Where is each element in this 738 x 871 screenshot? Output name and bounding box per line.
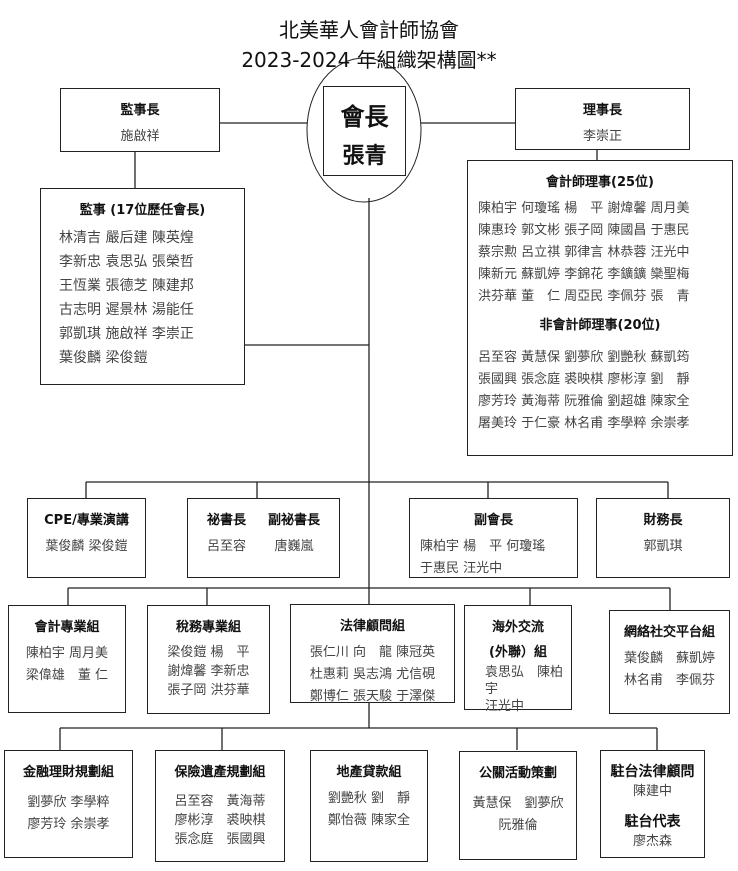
real-estate-group-box: 地產貸款組 劉艷秋 劉 靜 鄭怡薇 陳家全 xyxy=(310,750,428,862)
taiwan-rep-name: 廖杰森 xyxy=(632,834,672,849)
vice-president-box: 副會長 陳柏宇 楊 平 何瓊瑤 于惠民 汪光中 xyxy=(409,498,578,578)
secretary-name: 呂至容 xyxy=(206,539,246,554)
finance-group-box: 金融理財規劃組 劉夢欣 李學粹 廖芳玲 余崇孝 xyxy=(4,750,133,858)
org-name: 北美華人會計師協會 xyxy=(279,18,459,42)
box-title: 監事長 xyxy=(120,103,160,118)
box-title: 網絡社交平台組 xyxy=(623,625,715,640)
box-title: 副會長 xyxy=(473,513,513,528)
supervisors-box: 監事 (17位歷任會長) 林清吉 嚴后建 陳英煌 李新忠 袁思弘 張榮哲 王恆業… xyxy=(40,188,245,385)
name-row: 呂至容 黃海蒂 xyxy=(174,794,266,809)
box-title: 金融理財規劃組 xyxy=(22,765,114,780)
name-row: 陳柏宇 周月美 xyxy=(25,646,109,661)
overseas-group-box: 海外交流 (外聯）組 袁思弘 陳柏宇 汪光中 xyxy=(464,605,572,714)
name-row: 阮雅倫 xyxy=(498,818,538,833)
insurance-group-box: 保險遺產規劃組 呂至容 黃海蒂 廖彬淳 裘映棋 張念庭 張國興 xyxy=(155,750,285,862)
taiwan-box: 駐台法律顧問 陳建中 駐台代表 廖杰森 xyxy=(600,750,705,858)
box-title-cont: (外聯）組 xyxy=(489,645,547,660)
name-row: 張國興 張念庭 裘映棋 廖彬淳 劉 靜 xyxy=(478,372,690,387)
name-row: 袁思弘 陳柏宇 xyxy=(485,665,564,697)
directors-box: 會計師理事(25位) 陳柏宇 何瓊瑤 楊 平 謝煒馨 周月美 陳惠玲 郭文彬 張… xyxy=(467,160,733,456)
deputy-secretary-name: 唐巍嵐 xyxy=(274,539,314,554)
social-media-group-box: 網絡社交平台組 葉俊麟 蘇凱婷 林名甫 李佩芬 xyxy=(609,610,730,714)
box-title: 監事 (17位歷任會長) xyxy=(79,203,206,218)
chart-title: 2023-2024 年組織架構圖** xyxy=(241,48,497,72)
box-title: 法律顧問組 xyxy=(339,619,405,634)
name-row: 郭凱琪 施啟祥 李崇正 xyxy=(59,326,194,342)
name-row: 屠美玲 于仁豪 林名甫 李學粹 余崇孝 xyxy=(478,416,690,431)
pr-group-box: 公關活動策劃 黃慧保 劉夢欣 阮雅倫 xyxy=(459,751,577,860)
box-title: 稅務專業組 xyxy=(175,620,241,635)
tax-group-box: 稅務專業組 梁俊鎧 楊 平 謝煒馨 李新忠 張子岡 洪芬華 xyxy=(147,605,270,714)
name-row: 于惠民 汪光中 xyxy=(420,561,503,576)
name-row: 黃慧保 劉夢欣 xyxy=(472,796,564,811)
cpe-box: CPE/專業演講 葉俊麟 梁俊鎧 xyxy=(27,498,146,578)
name-row: 鄭怡薇 陳家全 xyxy=(327,813,411,828)
taiwan-legal-title: 駐台法律顧問 xyxy=(610,764,695,780)
name-row: 鄭博仁 張天駿 于澤傑 xyxy=(309,689,436,704)
president-title: 會長 xyxy=(340,103,389,131)
name-row: 古志明 遲景林 湯能任 xyxy=(59,302,194,318)
name-row: 廖彬淳 裘映棋 xyxy=(174,813,266,828)
name-row: 郭凱琪 xyxy=(643,539,683,554)
name-row: 張子岡 洪芬華 xyxy=(167,683,250,698)
box-title: 財務長 xyxy=(643,513,683,528)
name-row: 陳柏宇 何瓊瑤 楊 平 謝煒馨 周月美 xyxy=(478,201,690,216)
cpa-directors-title: 會計師理事(25位) xyxy=(546,175,654,190)
legal-group-box: 法律顧問組 張仁川 向 龍 陳冠英 杜惠莉 吳志鴻 尤信硯 鄭博仁 張天駿 于澤… xyxy=(290,604,455,704)
name-row: 張仁川 向 龍 陳冠英 xyxy=(309,645,436,660)
name-row: 王恆業 張德芝 陳建邦 xyxy=(59,278,194,294)
name-row: 呂至容 黃慧保 劉夢欣 劉艷秋 蘇凱筠 xyxy=(478,350,690,365)
box-title: 理事長 xyxy=(582,103,622,118)
deputy-secretary-title: 副祕書長 xyxy=(267,513,320,528)
secretary-box: 祕書長 呂至容 副祕書長 唐巍嵐 xyxy=(187,498,340,578)
name-row: 廖芳玲 余崇孝 xyxy=(27,817,110,832)
chief-supervisor-box: 監事長 施啟祥 xyxy=(60,88,220,152)
name-row: 葉俊麟 梁俊鎧 xyxy=(59,350,148,366)
name-row: 謝煒馨 李新忠 xyxy=(167,664,250,679)
name-row: 葉俊麟 梁俊鎧 xyxy=(45,539,128,554)
taiwan-legal-name: 陳建中 xyxy=(632,784,672,799)
accounting-group-box: 會計專業組 陳柏宇 周月美 梁偉雄 董 仁 xyxy=(8,605,126,713)
name-row: 梁俊鎧 楊 平 xyxy=(167,645,250,660)
name-row: 杜惠莉 吳志鴻 尤信硯 xyxy=(309,667,436,682)
treasurer-box: 財務長 郭凱琪 xyxy=(596,498,730,578)
name-row: 林名甫 李佩芬 xyxy=(623,673,715,688)
name-row: 劉艷秋 劉 靜 xyxy=(327,791,411,806)
name-row: 洪芬華 董 仁 周亞民 李佩芬 張 青 xyxy=(478,289,690,304)
person-name: 李崇正 xyxy=(582,129,622,144)
person-name: 施啟祥 xyxy=(120,129,160,144)
taiwan-rep-title: 駐台代表 xyxy=(624,814,681,830)
name-row: 廖芳玲 黃海蒂 阮雅倫 劉超雄 陳家全 xyxy=(478,394,690,409)
box-title: 海外交流 xyxy=(491,620,544,635)
box-title: 公關活動策劃 xyxy=(478,766,557,781)
box-title: 地產貸款組 xyxy=(336,765,402,780)
name-row: 陳柏宇 楊 平 何瓊瑤 xyxy=(420,539,546,554)
name-row: 林清吉 嚴后建 陳英煌 xyxy=(59,230,194,246)
name-row: 陳新元 蘇凱婷 李錦花 李鑛鑛 欒聖梅 xyxy=(478,267,690,282)
chairman-box: 理事長 李崇正 xyxy=(515,88,690,150)
box-title: 保險遺產規劃組 xyxy=(174,765,266,780)
noncpa-directors-title: 非會計師理事(20位) xyxy=(539,318,661,333)
name-row: 劉夢欣 李學粹 xyxy=(27,795,110,810)
name-row: 蔡宗勲 呂立祺 郭律言 林恭蓉 汪光中 xyxy=(478,245,690,260)
name-row: 李新忠 袁思弘 張榮哲 xyxy=(59,254,194,270)
box-title: 會計專業組 xyxy=(34,620,100,635)
name-row: 汪光中 xyxy=(485,699,525,714)
president-box: 會長 張青 xyxy=(323,86,406,176)
president-name: 張青 xyxy=(342,144,387,169)
name-row: 葉俊麟 蘇凱婷 xyxy=(623,651,715,666)
name-row: 梁偉雄 董 仁 xyxy=(25,668,109,683)
name-row: 陳惠玲 郭文彬 張子岡 陳國昌 于惠民 xyxy=(478,223,690,238)
name-row: 張念庭 張國興 xyxy=(174,832,266,847)
secretary-title: 祕書長 xyxy=(206,513,246,528)
box-title: CPE/專業演講 xyxy=(44,513,129,528)
